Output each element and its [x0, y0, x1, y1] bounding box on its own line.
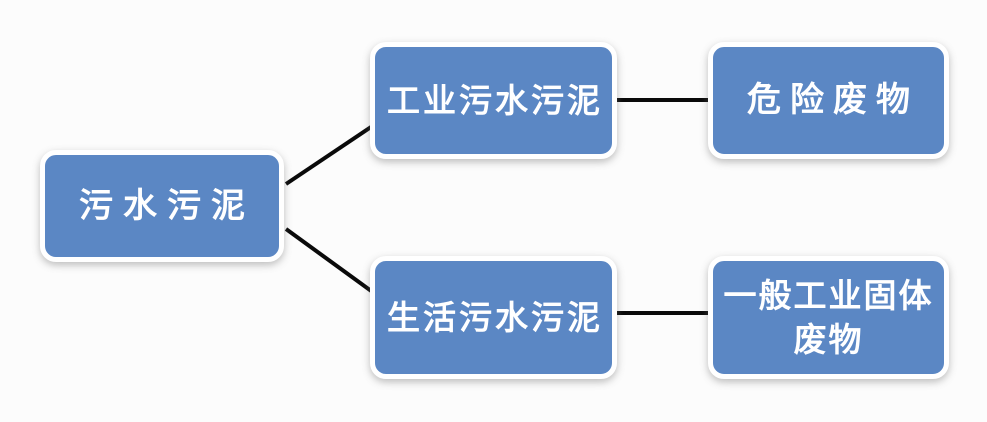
node-hazardous-waste: 危险废物: [708, 42, 949, 159]
node-industrial-sewage-sludge-label: 工业污水污泥: [387, 81, 603, 119]
node-hazardous-waste-label: 危险废物: [747, 81, 919, 120]
node-industrial-sewage-sludge: 工业污水污泥: [370, 42, 617, 159]
node-sewage-sludge: 污水污泥: [40, 150, 284, 262]
node-domestic-sewage-sludge: 生活污水污泥: [370, 256, 617, 379]
node-general-industrial-solid-waste-label: 一般工业固体废物: [723, 276, 934, 358]
node-sewage-sludge-label: 污水污泥: [79, 186, 255, 225]
edge-root-to-industrial: [284, 123, 376, 186]
edge-root-to-domestic: [284, 227, 376, 295]
node-domestic-sewage-sludge-label: 生活污水污泥: [387, 298, 603, 336]
node-general-industrial-solid-waste: 一般工业固体废物: [708, 256, 949, 379]
